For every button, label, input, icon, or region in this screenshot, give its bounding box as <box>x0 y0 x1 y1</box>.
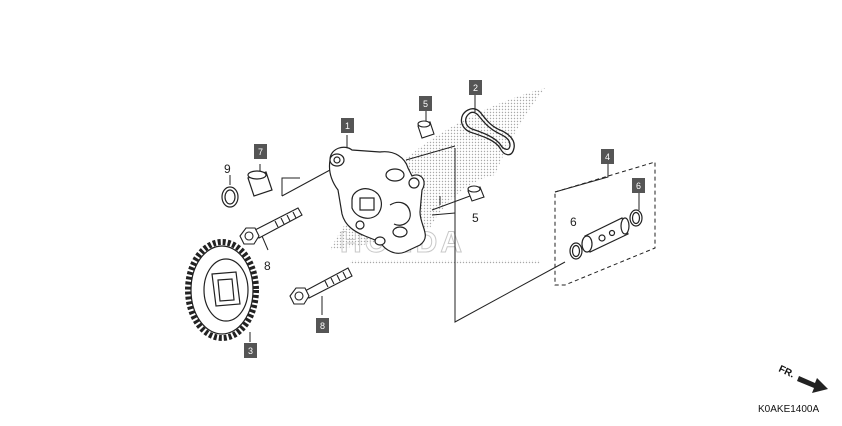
label-6: 6 <box>570 215 577 229</box>
tag-3: 3 <box>244 343 257 358</box>
part-4-group-box <box>554 161 656 286</box>
tag-8-text: 8 <box>320 321 325 331</box>
tag-8: 8 <box>316 318 329 333</box>
forward-direction-indicator: FR. <box>777 364 828 393</box>
tag-5-text: 5 <box>423 99 428 109</box>
bolt-lower <box>289 267 353 305</box>
label-9: 9 <box>224 162 231 176</box>
tag-2-text: 2 <box>473 83 478 93</box>
o-ring-right <box>629 209 643 227</box>
dowel-pin-upper <box>417 120 435 139</box>
oil-pump-body-part-1 <box>328 146 426 254</box>
tag-2: 2 <box>469 80 482 95</box>
label-5: 5 <box>472 211 479 225</box>
tag-6-text: 6 <box>636 181 641 191</box>
tag-7: 7 <box>254 144 267 159</box>
tag-3-text: 3 <box>248 346 253 356</box>
leader-lines <box>229 94 640 342</box>
gear-part-3 <box>185 239 259 341</box>
tag-4-text: 4 <box>605 152 610 162</box>
oil-pipe-part-4 <box>581 217 630 253</box>
washer-part-9 <box>221 186 239 208</box>
tag-4: 4 <box>601 149 614 164</box>
o-ring-left <box>569 242 583 260</box>
direction-label: FR. <box>777 364 796 381</box>
collar-part-7 <box>247 170 273 197</box>
forward-arrow-icon <box>797 376 828 393</box>
tag-7-text: 7 <box>258 147 263 157</box>
label-8: 8 <box>264 259 271 273</box>
dowel-pin-lower <box>467 185 485 202</box>
gasket-part-2 <box>460 108 515 156</box>
tag-1: 1 <box>341 118 354 133</box>
tag-6: 6 <box>632 178 645 193</box>
diagram-code: K0AKE1400A <box>758 404 819 415</box>
tag-1-text: 1 <box>345 121 350 131</box>
bolt-upper <box>239 207 303 245</box>
part-4-group-leader <box>554 164 609 193</box>
tag-5: 5 <box>419 96 432 111</box>
